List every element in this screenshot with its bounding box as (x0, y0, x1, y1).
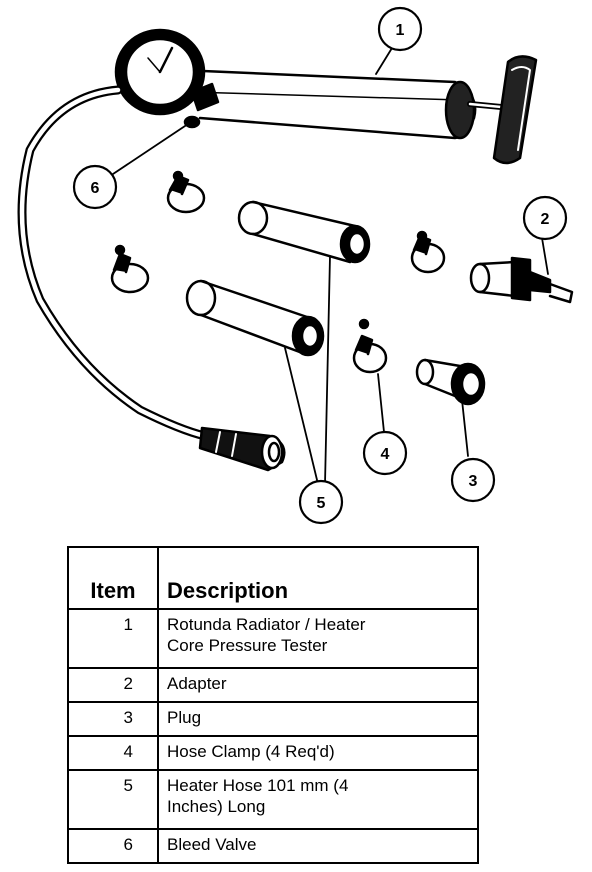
callout-5: 5 (317, 495, 326, 512)
callout-3: 3 (469, 473, 478, 490)
table-row: 2 Adapter (67, 666, 479, 703)
parts-illustration: 1 2 3 4 5 6 (17, 6, 574, 525)
description-line: Bleed Valve (167, 834, 257, 854)
table-row: 6 Bleed Valve (67, 827, 479, 865)
item-number-cell: 6 (67, 827, 159, 865)
heater-hose-lower (185, 279, 325, 357)
callout-4: 4 (381, 446, 390, 463)
adapter (469, 256, 574, 304)
description-cell: Adapter (157, 666, 479, 703)
table-row: 4 Hose Clamp (4 Req'd) (67, 734, 479, 772)
table-header-row: Item Description (67, 546, 479, 610)
item-number-cell: 2 (67, 666, 159, 703)
callout-1: 1 (396, 22, 405, 39)
description-line: Plug (167, 707, 202, 727)
hose-clamp-3 (410, 230, 446, 274)
description-line: Core Pressure Tester (167, 636, 328, 655)
item-number-cell: 4 (67, 734, 159, 772)
description-header: Description (157, 546, 479, 610)
callout-2: 2 (541, 211, 550, 228)
hose-clamp-2 (110, 244, 150, 294)
item-number-cell: 3 (67, 700, 159, 737)
pressure-tester (114, 28, 538, 165)
callout-6: 6 (91, 180, 100, 197)
heater-hose-upper (237, 200, 371, 264)
plug (415, 358, 486, 406)
description-line: Hose Clamp (4 Req'd) (167, 741, 335, 761)
description-line: Rotunda Radiator / Heater (167, 615, 366, 634)
item-number-cell: 5 (67, 769, 159, 830)
description-cell: Plug (157, 700, 479, 737)
description-line: Heater Hose 101 mm (4 (167, 776, 349, 796)
item-number-cell: 1 (67, 608, 159, 669)
callout-leaders (109, 47, 549, 485)
hose-clamp-4 (352, 318, 388, 374)
description-line: Inches) Long (167, 797, 266, 817)
description-line: Adapter (167, 673, 227, 693)
table-row: 3 Plug (67, 700, 479, 737)
callout-circles (72, 6, 568, 525)
gauge-hose (17, 85, 286, 472)
description-cell: Bleed Valve (157, 827, 479, 865)
hose-clamp-1 (166, 170, 206, 214)
item-header: Item (67, 546, 159, 610)
description-cell: Hose Clamp (4 Req'd) (157, 734, 479, 772)
